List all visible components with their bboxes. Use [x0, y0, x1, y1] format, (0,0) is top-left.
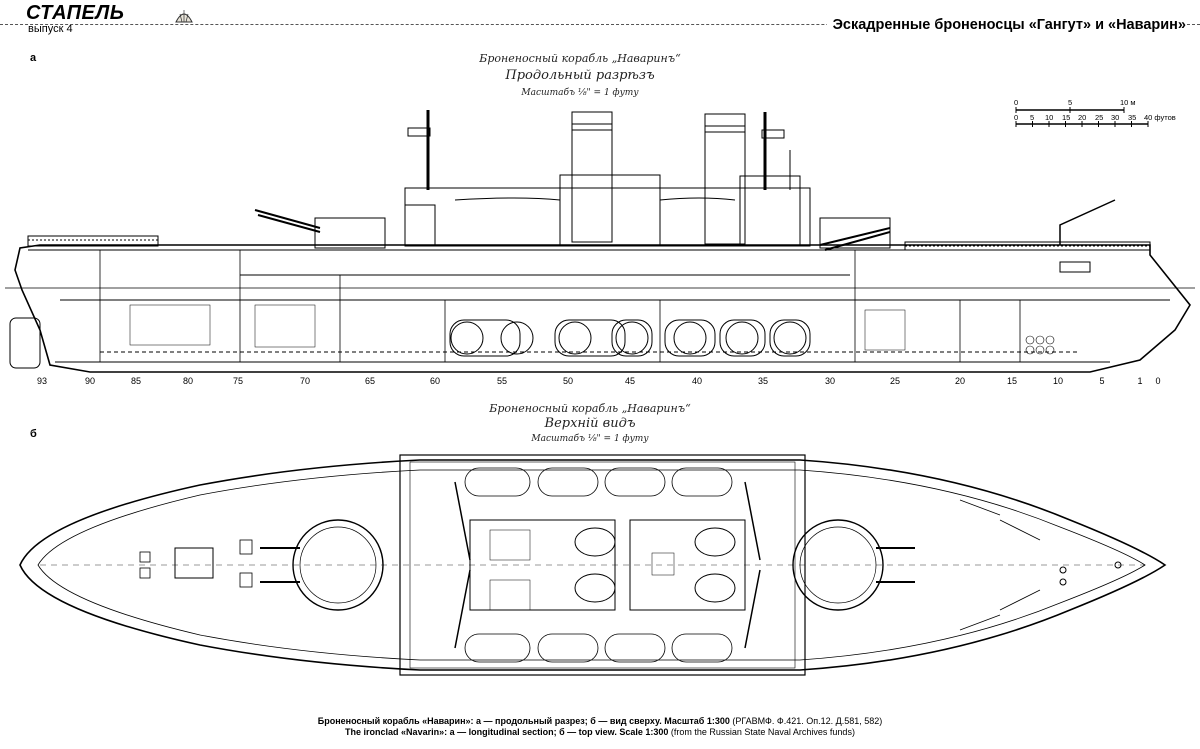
scale-ft-40: 40 футов: [1144, 113, 1176, 122]
section-b-hand-title: Броненосный корабль „Наваринъ“: [489, 402, 691, 415]
frame-number: 40: [691, 376, 703, 386]
frame-number: 45: [624, 376, 636, 386]
frame-number: 55: [496, 376, 508, 386]
scale-ft-10: 10: [1045, 113, 1054, 122]
section-a-hand-title: Броненосный корабль „Наваринъ“: [479, 52, 681, 65]
frame-number: 15: [1006, 376, 1018, 386]
caption-ru: Броненосный корабль «Наварин»: а — продо…: [0, 716, 1200, 727]
section-a-hand-subtitle: Продольный разрѣзъ: [505, 68, 655, 83]
frame-number: 90: [84, 376, 96, 386]
caption-en-source: (from the Russian State Naval Archives f…: [668, 727, 855, 737]
scale-ft-0: 0: [1014, 113, 1019, 122]
caption-en: The ironclad «Navarin»: а — longitudinal…: [0, 727, 1200, 738]
scale-ft-5: 5: [1030, 113, 1035, 122]
figure-caption: Броненосный корабль «Наварин»: а — продо…: [0, 716, 1200, 738]
frame-number: 65: [364, 376, 376, 386]
frame-number: 80: [182, 376, 194, 386]
scale-m-10: 10 м: [1120, 98, 1136, 107]
section-b-hand-subtitle: Верхній видъ: [544, 416, 636, 431]
frame-numbers: 93 90 85 80 75 70 65 60 55 50 45 40 35 3…: [0, 376, 1200, 390]
section-b-label: б: [30, 428, 37, 440]
section-b-hand-scale: Масштабъ ⅛" = 1 футу: [531, 434, 649, 444]
logo-title: СТАПЕЛЬ: [26, 2, 125, 24]
frame-number: 20: [954, 376, 966, 386]
frame-number: 75: [232, 376, 244, 386]
frame-number: 0: [1155, 376, 1161, 386]
section-a-hand-scale: Масштабъ ⅛" = 1 футу: [521, 88, 639, 98]
frame-number: 85: [130, 376, 142, 386]
frame-number: 25: [889, 376, 901, 386]
scale-ft-15: 15: [1062, 113, 1071, 122]
caption-ru-main: Броненосный корабль «Наварин»: а — продо…: [317, 716, 730, 726]
scale-ft-20: 20: [1078, 113, 1087, 122]
frame-number: 93: [36, 376, 48, 386]
header-rule: [0, 24, 1200, 25]
logo-issue: выпуск 4: [28, 23, 73, 35]
scale-m-0: 0: [1014, 98, 1019, 107]
frame-number: 60: [429, 376, 441, 386]
frame-number: 70: [299, 376, 311, 386]
caption-ru-source: (РГАВМФ. Ф.421. Оп.12. Д.581, 582): [729, 716, 883, 726]
scale-ft-35: 35: [1128, 113, 1137, 122]
scale-m-5: 5: [1068, 98, 1073, 107]
frame-number: 50: [562, 376, 574, 386]
frame-number: 35: [757, 376, 769, 386]
section-a-label: а: [30, 52, 37, 64]
frame-number: 30: [824, 376, 836, 386]
frame-number: 1: [1137, 376, 1143, 386]
scale-ft-25: 25: [1095, 113, 1104, 122]
frame-number: 5: [1099, 376, 1105, 386]
scale-bar: 0 5 10 м 0 5 10 15 20 25 30 35 40 футов: [1012, 98, 1182, 138]
shell-emblem-icon: [175, 10, 193, 23]
frame-number: 10: [1052, 376, 1064, 386]
article-title: Эскадренные броненосцы «Гангут» и «Навар…: [826, 17, 1186, 33]
caption-en-main: The ironclad «Navarin»: а — longitudinal…: [345, 727, 669, 737]
magazine-logo: СТАПЕЛЬ выпуск 4: [26, 3, 124, 35]
scale-ft-30: 30: [1111, 113, 1120, 122]
scale-bar-ruler: [1015, 107, 1149, 127]
